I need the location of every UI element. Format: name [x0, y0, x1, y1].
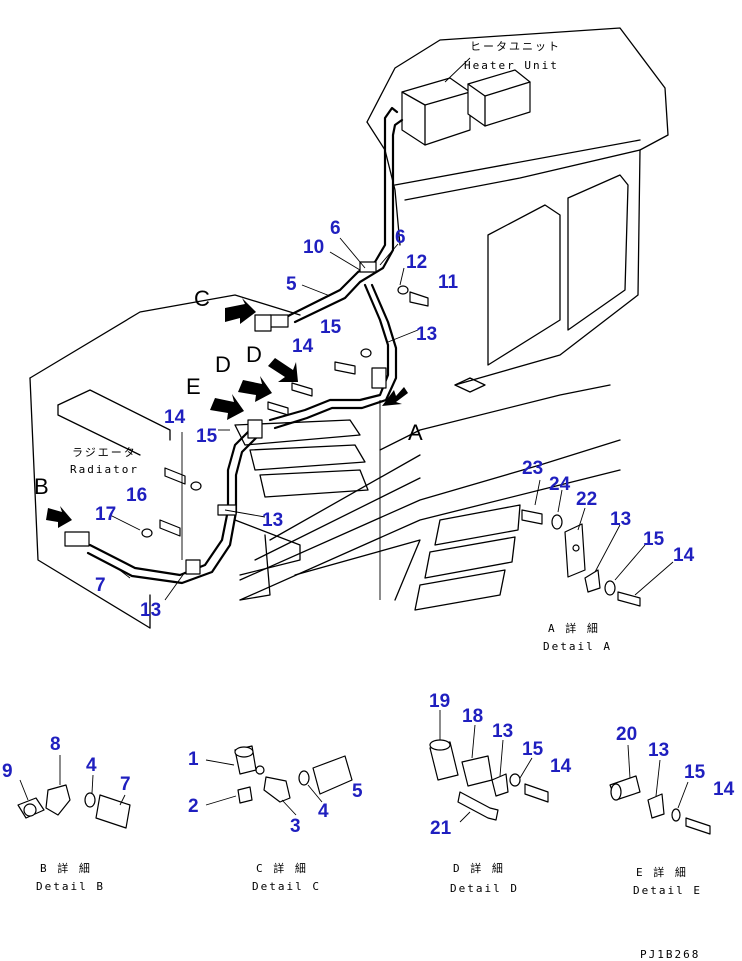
view-letter-a: A — [408, 420, 423, 445]
callout: 2 — [188, 796, 199, 817]
detail-b-parts — [17, 755, 131, 829]
callout: 21 — [430, 818, 452, 839]
callouts-detail-a: 23 24 22 13 15 14 — [522, 458, 695, 566]
detail-a-jp-caption: A 詳 細 — [548, 621, 600, 635]
view-letter-e: E — [186, 374, 201, 399]
callout: 16 — [126, 485, 147, 506]
callout: 7 — [95, 575, 106, 596]
callout: 15 — [320, 317, 342, 338]
callout: 8 — [50, 734, 61, 755]
callout: 5 — [286, 274, 297, 295]
callout: 24 — [549, 474, 571, 495]
callout: 17 — [95, 504, 116, 525]
callout: 14 — [164, 407, 186, 428]
callout: 14 — [673, 545, 695, 566]
callout: 7 — [120, 774, 131, 795]
detail-c-parts — [205, 745, 353, 816]
detail-e-jp-caption: E 詳 細 — [636, 865, 688, 879]
callouts-detail-b: 8 9 4 7 — [2, 734, 131, 795]
heater-hoses — [86, 106, 404, 585]
detail-c-en-caption: Detail C — [252, 880, 321, 893]
callout: 3 — [290, 816, 301, 837]
view-letter-d2: D — [246, 342, 262, 367]
detail-d-en-caption: Detail D — [450, 882, 519, 895]
detail-d-parts — [429, 710, 549, 823]
callout: 14 — [713, 779, 735, 800]
callout: 13 — [262, 510, 283, 531]
detail-c-jp-caption: C 詳 細 — [256, 861, 308, 875]
callout: 20 — [616, 724, 637, 745]
callout: 6 — [330, 218, 341, 239]
callout: 15 — [522, 739, 544, 760]
drawing-number: PJ1B268 — [640, 948, 700, 961]
callout: 18 — [462, 706, 483, 727]
callout: 13 — [648, 740, 669, 761]
callout: 23 — [522, 458, 543, 479]
callout: 19 — [429, 691, 450, 712]
callout: 10 — [303, 237, 324, 258]
detail-d-jp-caption: D 詳 細 — [453, 861, 505, 875]
callout: 6 — [395, 227, 406, 248]
leader-lines-main — [109, 237, 419, 601]
callout: 15 — [196, 426, 218, 447]
heater-unit — [401, 57, 531, 146]
callout: 4 — [318, 801, 329, 822]
callout: 13 — [610, 509, 631, 530]
callouts-main: 6 10 6 5 12 11 15 13 14 14 15 16 17 7 13… — [95, 218, 459, 621]
view-letter-d1: D — [215, 352, 231, 377]
detail-a-en-caption: Detail A — [543, 640, 612, 653]
callouts-detail-c: 1 2 3 4 5 — [188, 749, 363, 837]
callout: 15 — [684, 762, 706, 783]
view-letter-b: B — [34, 474, 49, 499]
callout: 13 — [492, 721, 513, 742]
callout: 1 — [188, 749, 199, 770]
callout: 9 — [2, 761, 13, 782]
detail-e-parts — [609, 744, 711, 835]
view-arrows — [46, 298, 408, 528]
callout: 13 — [416, 324, 437, 345]
callout: 12 — [406, 252, 427, 273]
callout: 15 — [643, 529, 665, 550]
detail-e-en-caption: Detail E — [633, 884, 702, 897]
view-letter-c: C — [194, 286, 210, 311]
radiator-en-label: Radiator — [70, 463, 139, 476]
bolts-main — [141, 285, 429, 538]
callouts-detail-d: 19 18 13 15 14 21 — [429, 691, 572, 839]
callout: 4 — [86, 755, 97, 776]
radiator-hood — [29, 294, 621, 629]
detail-a-parts — [521, 479, 674, 607]
callout: 13 — [140, 600, 161, 621]
callouts-detail-e: 20 13 15 14 — [616, 724, 735, 800]
heater-unit-en-label: Heater Unit — [464, 59, 559, 72]
detail-b-en-caption: Detail B — [36, 880, 105, 893]
callout: 14 — [550, 756, 572, 777]
callout: 5 — [352, 781, 363, 802]
callout: 22 — [576, 489, 597, 510]
callout: 11 — [438, 272, 459, 293]
cab-outline — [366, 27, 669, 393]
detail-b-jp-caption: B 詳 細 — [40, 861, 92, 875]
callout: 14 — [292, 336, 314, 357]
heater-unit-jp-label: ヒータユニット — [470, 40, 561, 53]
radiator-jp-label: ラジエータ — [72, 446, 137, 459]
